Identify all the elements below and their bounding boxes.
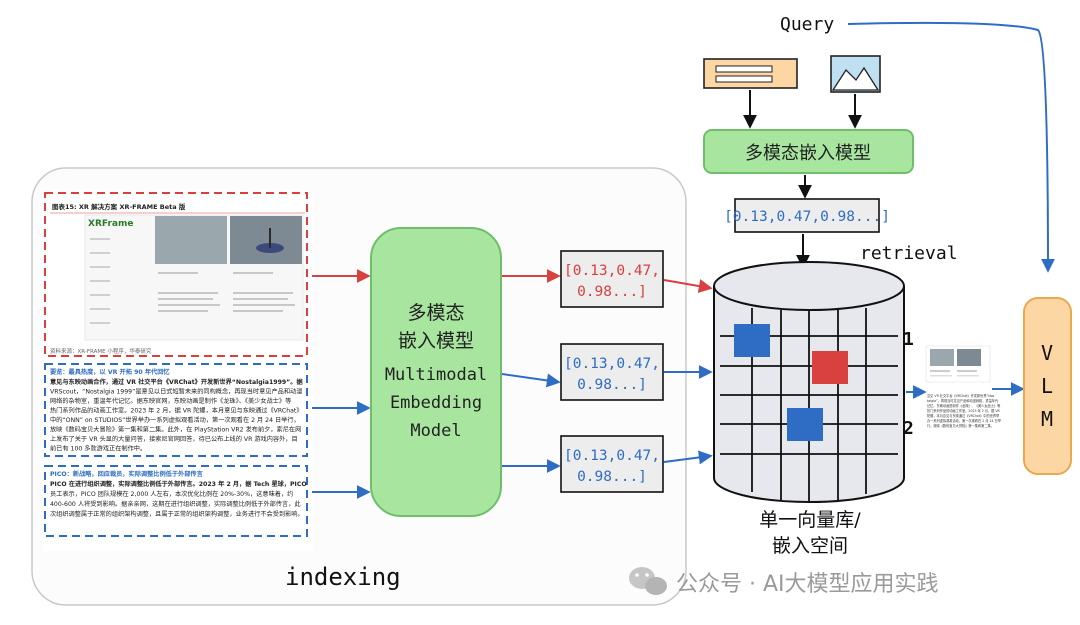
figure-chunk-dashed-box	[44, 192, 308, 357]
retrieved-result-thumbnail: 意见 VR 社交平台《VRChat》开发新世界“Nos talgia”，再现当时…	[925, 345, 1002, 428]
text-block-1-line: 上发布了关于 VR 头显的大量问答，接索尼官网回答，待已公布上线的 VR 游戏内…	[50, 435, 298, 443]
source-note: 资料来源：XR-FRAME 小程序，华泰研究	[50, 347, 152, 355]
text-block-2-line: PICO：新战略，回应裁员，实际调整比例低于外部传言	[50, 470, 204, 478]
product-name: XRFrame	[88, 219, 133, 229]
text-block-2: PICO：新战略，回应裁员，实际调整比例低于外部传言 PICO 在进行组织调整，…	[50, 470, 307, 518]
thumbnail-text-line: talgia”，再现当时意见产品和动漫网络，重温年代	[927, 398, 999, 403]
figure-caption: 图表15: XR 解决方案 XR-FRAME Beta 版	[52, 202, 186, 211]
indexing-label: indexing	[285, 563, 401, 591]
query-vector-box	[734, 198, 880, 233]
thumbnail-text-line: 记忆。东映动画是制作《龙珠》、《美少女战士》等	[927, 403, 1001, 408]
text-block-1-line: 意见与东映动画合作，通过 VR 社交平台《VRChat》开发新世界“Nostal…	[50, 378, 303, 386]
query-label: Query	[780, 14, 834, 35]
model-label-en-3: Model	[410, 421, 461, 441]
vector-text2-line1: [0.13,0.47,	[564, 448, 660, 464]
watermark: 公众号 · AI大模型应用实践	[676, 572, 939, 597]
vector-db-label-1: 单一向量库/	[759, 509, 861, 531]
arrow-model-to-blue-vector-1	[501, 373, 561, 388]
text-block-2-line: 次组织调整属于正常的组织架构调整，且属于正常的组织架构调整，业务进行不会受到影响…	[50, 510, 304, 518]
vlm-box	[1023, 297, 1072, 475]
text-block-1-line: 中的“ONN” on STUDIOS”世界举办一系列虚拟观看活动，第一次观看在 …	[50, 416, 300, 424]
embedding-point-blue-1	[734, 324, 770, 357]
multimodal-embedding-model	[370, 227, 502, 517]
text-block-1-line: VRScout，“Nostalgia 1999”是意见以日式短暂未来的同构概念，…	[50, 388, 302, 396]
text-block-1-line: 前已有 100 多款游戏正在制作中。	[50, 445, 146, 453]
thumbnail-text-line: 热门系列作品的动画工作室。2023 年 2 月，据 VR	[927, 408, 1001, 413]
model-label-en-1: Multimodal	[385, 365, 487, 385]
rank-1: 1	[903, 329, 914, 350]
text-chunk-1-dashed-box	[44, 363, 308, 457]
vector-box-text1	[560, 343, 664, 401]
vlm-letter-m: M	[1041, 407, 1053, 431]
text-block-1: 要览：最具热度，以 VR 开拓 90 年代回忆 意见与东映动画合作，通过 VR …	[50, 368, 303, 453]
rank-2: 2	[903, 418, 914, 439]
text-block-1-line: 网络的杂物室，重温年代记忆。据东映官网，东映动画是制作《龙珠》、《美少女战士》等	[50, 397, 291, 405]
wechat-icon	[629, 567, 667, 595]
thumbnail-text-line: 办一系列虚拟观看活动，第一次观看在 2 月 24 日举	[927, 418, 1002, 423]
vector-box-text2	[560, 435, 664, 493]
text-block-2-line: 400-600 人将受到影响。据亲亲网，这期在进行组织调整，实际调整比例低于外部…	[50, 500, 301, 508]
thumbnail-text-line: 行，放映《数码宝贝大冒险》第一集和第二集。	[927, 423, 994, 428]
thumbnail-text-line: 意见 VR 社交平台《VRChat》开发新世界“Nos	[927, 393, 995, 398]
vector-text1-line2: 0.98...]	[577, 377, 647, 393]
arrow-query-to-vlm	[847, 21, 1055, 273]
document-page: 图表15: XR 解决方案 XR-FRAME Beta 版 XRFrame	[43, 192, 313, 551]
vector-db-label-2: 嵌入空间	[772, 535, 848, 557]
vector-box-figure	[560, 250, 664, 308]
vector-text2-line2: 0.98...]	[577, 469, 647, 485]
thumbnail-text-line: 陀螺，本月意见与东映通过《VRChat》中的世界举	[927, 413, 1000, 418]
vlm-letter-v: V	[1041, 341, 1053, 365]
vector-figure-line1: [0.13,0.47,	[564, 263, 660, 279]
embedding-point-red	[812, 351, 848, 384]
vlm-letter-l: L	[1041, 374, 1053, 398]
arrow-blue-vector-2-to-db	[663, 450, 713, 465]
vector-text1-line1: [0.13,0.47,	[564, 356, 660, 372]
text-block-2-line: PICO 在进行组织调整，实际调整比例低于外部传言。2023 年 2 月，据 T…	[50, 480, 307, 488]
text-block-1-line: 热门系列作品的动画工作室。2023 年 2 月，据 VR 陀螺，本月意见与东映通…	[50, 407, 303, 415]
text-block-1-line: 放映《数码宝贝大冒险》第一集和第二集。此外，在 PlayStation VR2 …	[50, 426, 301, 434]
retrieval-label: retrieval	[860, 243, 958, 264]
query-embedding-model-label: 多模态嵌入模型	[745, 143, 871, 164]
query-vector: [0.13,0.47,0.98...]	[724, 209, 890, 225]
model-label-zh-1: 多模态	[407, 302, 464, 324]
text-chunk-2-dashed-box	[44, 465, 308, 537]
query-text-icon	[703, 58, 798, 89]
query-image-icon	[830, 55, 881, 93]
model-label-zh-2: 嵌入模型	[398, 330, 474, 352]
arrow-red-vector-to-db	[663, 279, 713, 293]
vector-figure-line2: 0.98...]	[577, 284, 647, 300]
sidebar-lines	[90, 238, 110, 324]
model-label-en-2: Embedding	[390, 393, 482, 413]
text-block-2-line: 员工表示，PICO 团队规模在 2,000 人左右，本次优化比例在 20%-30…	[50, 490, 293, 498]
embedding-point-blue-2	[787, 408, 823, 441]
text-block-1-line: 要览：最具热度，以 VR 开拓 90 年代回忆	[50, 368, 170, 376]
vector-database-cylinder	[713, 261, 905, 503]
query-embedding-model	[703, 129, 914, 174]
